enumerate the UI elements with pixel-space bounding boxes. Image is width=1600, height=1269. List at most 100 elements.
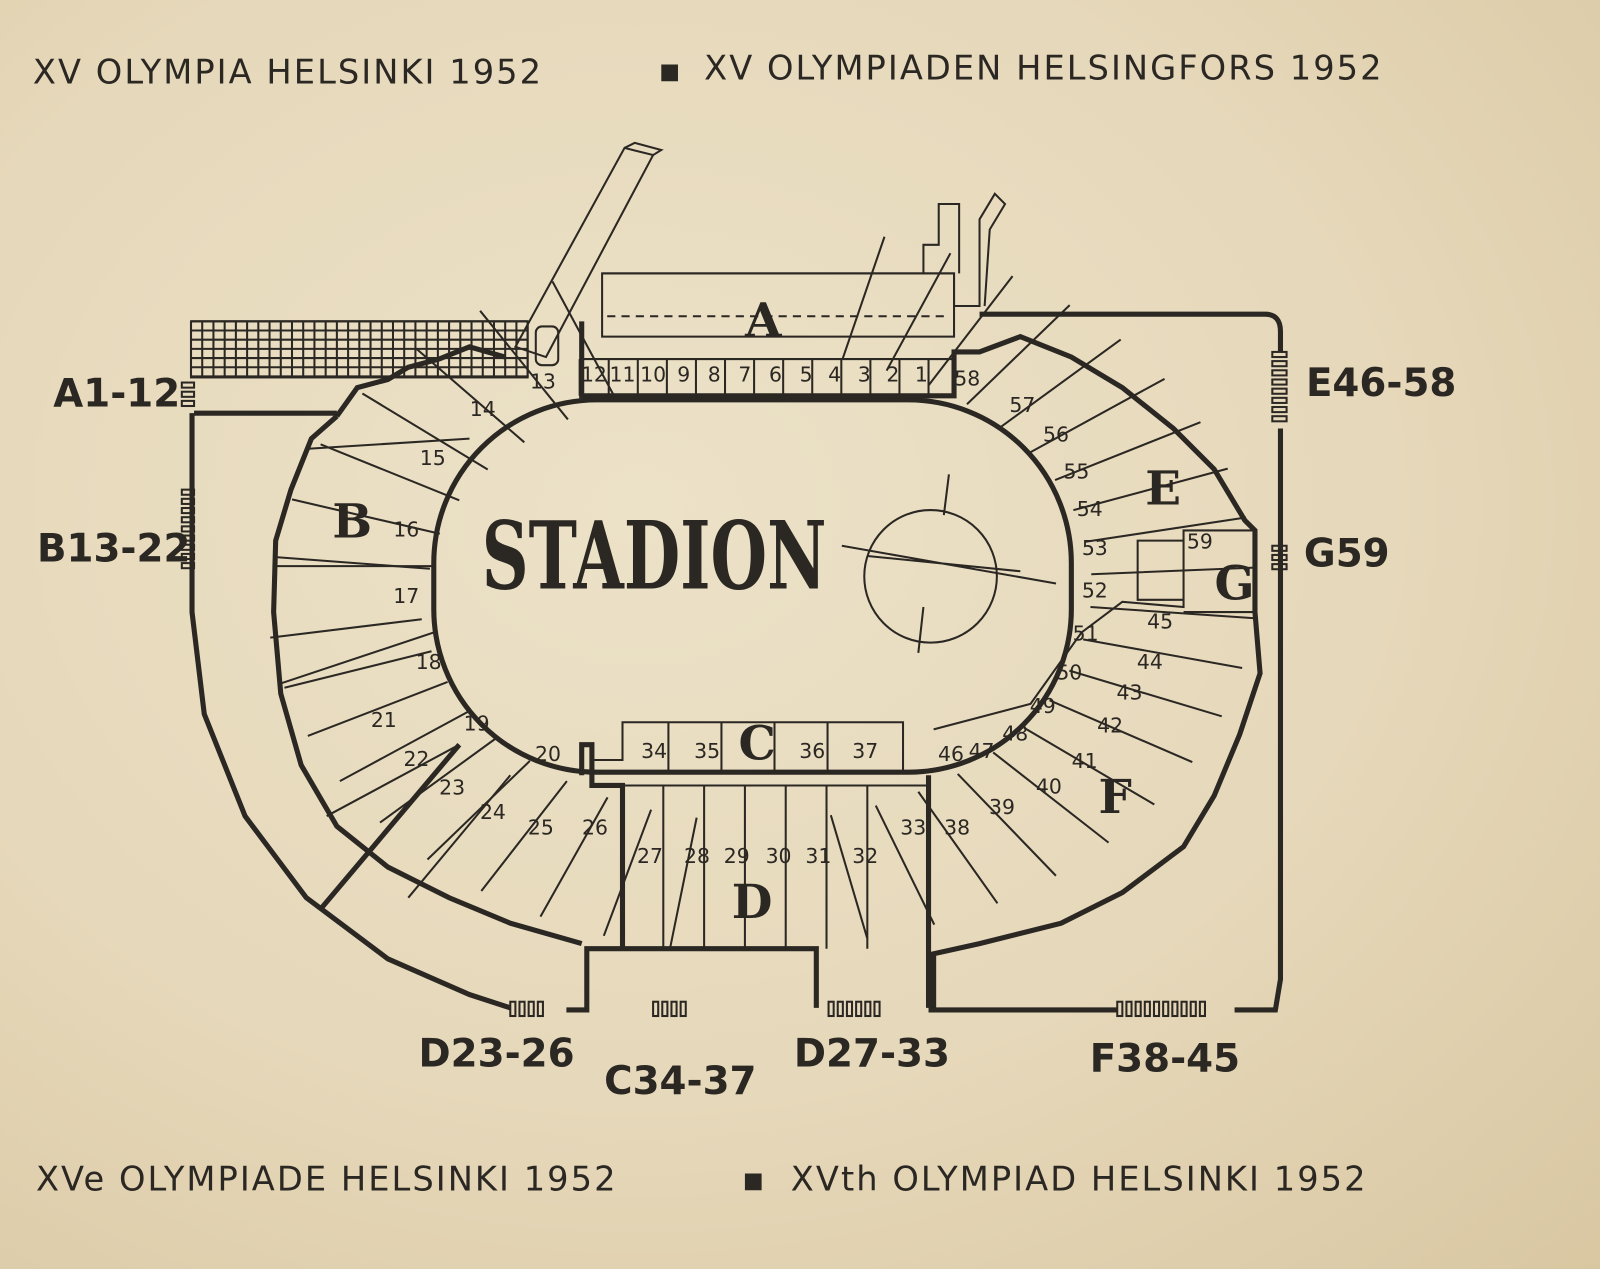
section-47: 47 [969,739,995,763]
gate-icon [1271,563,1288,571]
gate-icon [1198,1000,1206,1018]
gate-icon [661,1000,669,1018]
stadium-tower [513,141,664,367]
section-15: 15 [420,446,446,470]
section-50: 50 [1056,660,1082,684]
gate-icon [1162,1000,1170,1018]
gate-icon [1189,1000,1197,1018]
section-11: 11 [610,362,636,386]
header-swedish: XV OLYMPIADEN HELSINGFORS 1952 [704,49,1383,88]
entrance-label-b: B13-22 [37,526,190,571]
section-26: 26 [582,815,608,839]
section-13: 13 [530,370,556,394]
gate-icon [518,1000,526,1018]
section-33: 33 [900,815,926,839]
section-35: 35 [694,739,720,763]
section-27: 27 [637,844,663,868]
scoreboard-fence [189,320,529,379]
gate-icon [180,562,196,570]
gate-icon [180,381,196,389]
gate-icon [1271,553,1288,562]
gate-icon [855,1000,863,1018]
gate-icon [864,1000,872,1018]
stands-inner-ring [275,437,1256,899]
stand-letter-f: F [1099,770,1132,825]
footer-english: XVth OLYMPIAD HELSINKI 1952 [791,1159,1368,1198]
section-57: 57 [1009,393,1035,417]
gate-icon [1171,1000,1179,1018]
section-12: 12 [581,362,607,386]
gate-icon [1271,369,1288,377]
gate-icon [536,1000,544,1018]
stadium-label: STADION [482,501,827,611]
entrance-label-d23: D23-26 [418,1031,574,1076]
section-39: 39 [989,795,1015,819]
entrance-label-f: F38-45 [1090,1036,1240,1081]
gate-icon [509,1000,517,1018]
section-29: 29 [724,844,750,868]
entrance-label-g: G59 [1304,531,1390,576]
section-40: 40 [1036,775,1062,799]
gate-icon [180,543,196,551]
gate-icon [180,497,196,505]
main-stand-roof [601,192,1007,338]
entrance-label-d27: D27-33 [794,1031,950,1076]
gate-icon [1134,1000,1142,1018]
radial-dividers [270,236,1255,949]
header-finnish: XV OLYMPIA HELSINKI 1952 [33,53,543,92]
section-14: 14 [470,397,496,421]
gate-icon [873,1000,881,1018]
footer-separator: ▪ [742,1159,767,1198]
section-55: 55 [1063,459,1089,483]
gate-icon [1271,405,1288,414]
entrance-label-c: C34-37 [604,1059,756,1104]
section-53: 53 [1082,536,1108,560]
stands-outer-wall [566,321,1263,1013]
section-19: 19 [464,711,490,735]
gate-icon [180,390,196,398]
section-20: 20 [535,742,561,766]
gate-icon [827,1000,835,1018]
section-22: 22 [403,747,429,771]
gate-icon [1125,1000,1133,1018]
gate-icon [670,1000,678,1018]
gate-icon [180,552,196,561]
section-1: 1 [915,362,928,386]
footer-french: XVe OLYMPIADE HELSINKI 1952 [36,1159,618,1198]
section-51: 51 [1073,622,1099,646]
section-43: 43 [1117,681,1143,705]
stands-outer-curve-west [271,344,583,947]
section-6: 6 [769,362,782,386]
section-48: 48 [1002,721,1028,745]
stand-letter-e: E [1145,462,1181,517]
section-37: 37 [852,739,878,763]
section-17: 17 [393,584,419,608]
section-4: 4 [828,362,841,386]
gate-icon [1271,544,1288,552]
gate-icon [180,488,196,496]
header-separator: ▪ [658,51,683,90]
entrance-gates [180,350,1288,1018]
section-58: 58 [954,366,980,390]
gate-icon [1180,1000,1188,1018]
gate-icon [679,1000,687,1018]
stand-letter-a: A [744,293,782,348]
section-59: 59 [1187,530,1213,554]
gate-icon [180,534,196,542]
section-31: 31 [805,844,831,868]
section-8: 8 [708,362,721,386]
section-49: 49 [1030,694,1056,718]
entrance-label-a: A1-12 [53,371,180,416]
section-52: 52 [1082,579,1108,603]
gate-icon [652,1000,660,1018]
gate-icon [1271,360,1288,368]
gate-icon [1116,1000,1124,1018]
gate-icon [1271,378,1288,386]
gate-icon [180,516,196,524]
section-10: 10 [640,362,666,386]
section-7: 7 [738,362,751,386]
section-38: 38 [944,815,970,839]
gate-icon [180,525,196,533]
section-21: 21 [371,708,397,732]
